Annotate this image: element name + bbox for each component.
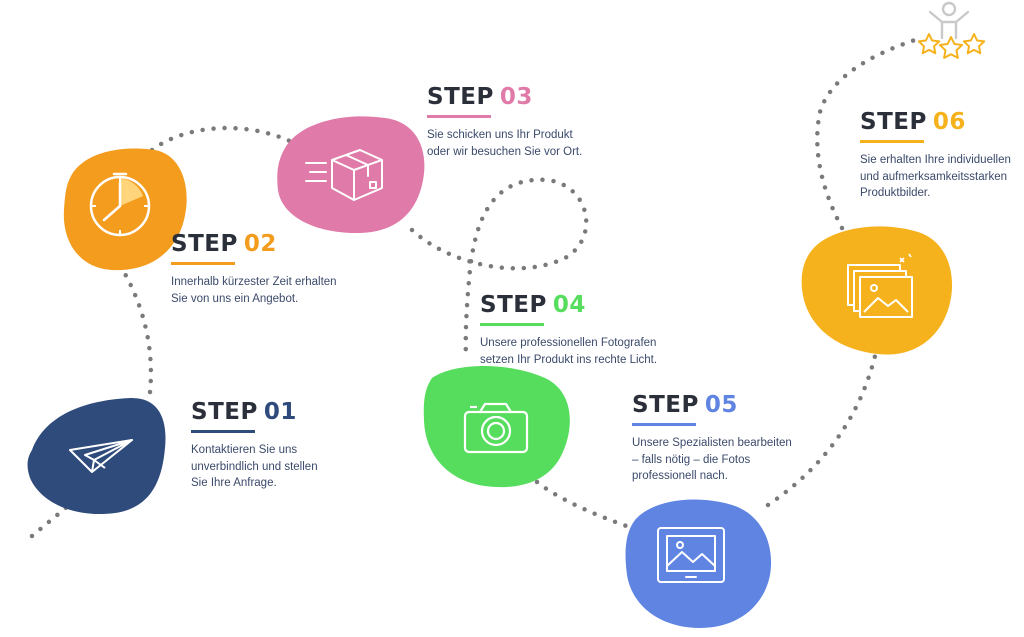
step-05-underline	[632, 423, 696, 426]
step-06-blob	[801, 226, 953, 355]
camera-icon	[463, 402, 529, 454]
step-05-blob	[625, 499, 772, 628]
step-04-number: 04	[552, 292, 586, 318]
step-01-word: STEP	[191, 399, 258, 425]
step-06-number: 06	[932, 109, 966, 135]
step-03-blob	[277, 116, 425, 234]
route-segment-4-5	[534, 479, 635, 531]
step-03-number: 03	[499, 84, 533, 110]
step-02-description: Innerhalb kürzester Zeit erhalten Sie vo…	[171, 276, 337, 305]
step-01-shape	[27, 397, 166, 515]
step-03-word: STEP	[427, 84, 494, 110]
step-06-word: STEP	[860, 109, 927, 135]
step-05-word: STEP	[632, 392, 699, 418]
step-02-blob	[63, 148, 187, 271]
step-05-shape	[625, 499, 772, 628]
step-02-shape	[63, 148, 187, 271]
route-segment-start	[29, 503, 71, 539]
step-04-word: STEP	[480, 292, 547, 318]
step-03-description: Sie schicken uns Ihr Produkt oder wir be…	[427, 129, 583, 158]
step-04-blob	[423, 366, 570, 488]
route-segment-5-6	[765, 349, 879, 508]
clock-icon	[89, 172, 151, 237]
step-04-description: Unsere professionellen Fotografen setzen…	[480, 337, 658, 366]
route-segment-3-4	[409, 177, 589, 363]
step-05-description: Unsere Spezialisten bearbeiten – falls n…	[632, 437, 792, 482]
route-segment-2-3	[149, 125, 295, 153]
paper-plane-icon	[69, 439, 133, 473]
step-01-description: Kontaktieren Sie uns unverbindlich und s…	[191, 444, 318, 489]
step-02-word: STEP	[171, 231, 238, 257]
step-03-underline	[427, 115, 491, 118]
step-01-blob	[27, 397, 166, 515]
step-06-description: Sie erhalten Ihre individuellen und aufm…	[860, 154, 1011, 199]
package-delivery-icon	[305, 149, 383, 201]
step-01-number: 01	[263, 399, 297, 425]
route-segment-1-2	[115, 259, 154, 395]
step-06-underline	[860, 140, 924, 143]
route-segment-6-goal	[815, 37, 918, 231]
step-05-number: 05	[704, 392, 738, 418]
image-gallery-icon	[847, 253, 913, 318]
step-04-shape	[423, 366, 570, 488]
step-02-underline	[171, 262, 235, 265]
person-three-stars-icon	[917, 1, 986, 59]
step-01-underline	[191, 430, 255, 433]
monitor-image-icon	[657, 527, 725, 583]
step-03-shape	[277, 116, 425, 234]
step-04-underline	[480, 323, 544, 326]
step-02-number: 02	[243, 231, 277, 257]
